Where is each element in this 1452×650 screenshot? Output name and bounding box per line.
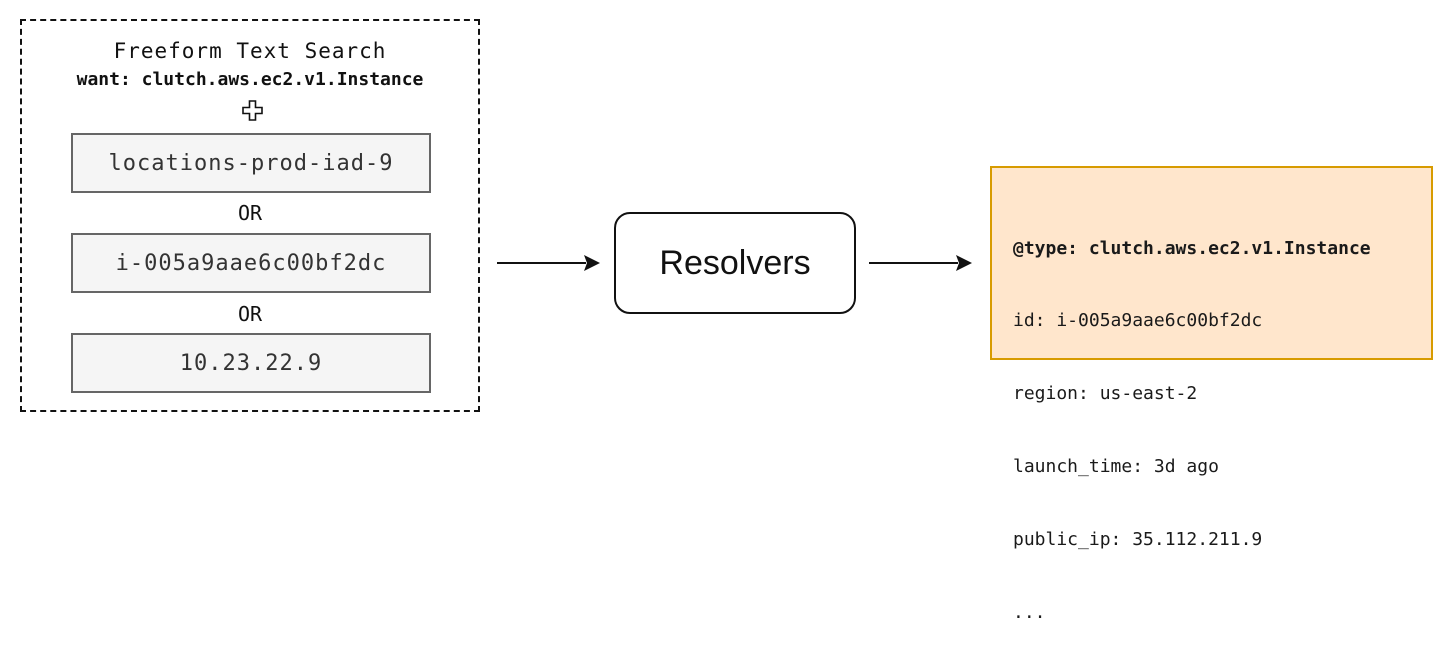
result-ellipsis-line: ...	[1013, 602, 1046, 624]
group-title: Freeform Text Search	[113, 39, 387, 63]
query-hostname-box: locations-prod-iad-9	[71, 133, 431, 193]
result-type-line: @type: clutch.aws.ec2.v1.Instance	[1013, 237, 1371, 259]
group-want-type: want: clutch.aws.ec2.v1.Instance	[76, 69, 424, 90]
freeform-search-group: Freeform Text Search want: clutch.aws.ec…	[20, 19, 480, 412]
query-ip-box: 10.23.22.9	[71, 333, 431, 393]
or-label: OR	[237, 201, 263, 225]
arrow-right-icon	[869, 255, 972, 271]
arrow-right-icon	[497, 255, 600, 271]
result-region-line: region: us-east-2	[1013, 383, 1198, 405]
result-launch-time-line: launch_time: 3d ago	[1013, 456, 1219, 478]
plus-icon	[242, 100, 263, 121]
query-instance-id-text: i-005a9aae6c00bf2dc	[115, 250, 387, 276]
resolvers-label: Resolvers	[659, 243, 811, 282]
result-public-ip-line: public_ip: 35.112.211.9	[1013, 529, 1263, 551]
query-hostname-text: locations-prod-iad-9	[108, 150, 394, 176]
query-ip-text: 10.23.22.9	[179, 350, 323, 376]
or-label: OR	[237, 302, 263, 326]
result-id-line: id: i-005a9aae6c00bf2dc	[1013, 310, 1263, 332]
result-instance-box: @type: clutch.aws.ec2.v1.Instance id: i-…	[990, 166, 1433, 623]
query-instance-id-box: i-005a9aae6c00bf2dc	[71, 233, 431, 293]
resolvers-box: Resolvers	[614, 212, 856, 314]
